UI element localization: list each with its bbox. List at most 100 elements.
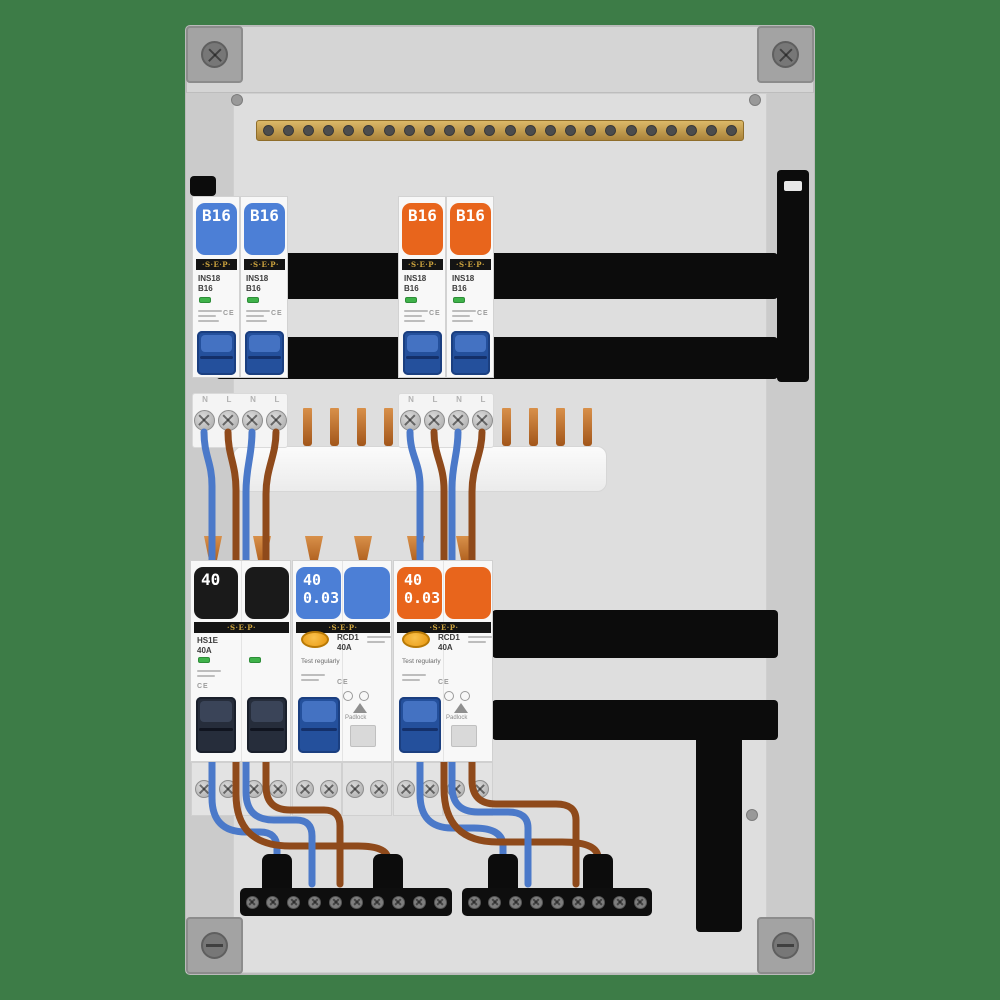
wire-blue <box>242 428 316 888</box>
rating-text: 40A <box>438 643 453 652</box>
strip-screw <box>592 895 606 909</box>
earth-bar-screw <box>665 124 677 136</box>
earth-bar-screw <box>363 124 375 136</box>
terminal-screw <box>346 780 364 798</box>
rcd-blue: 40 0.03 ·S·E·P· RCD1 40A Test regularly … <box>292 560 392 762</box>
earth-bar-screw <box>726 124 738 136</box>
duct-slot <box>784 181 802 191</box>
circuit-rating-label: B16 <box>196 203 237 255</box>
status-led <box>405 297 417 303</box>
indicator-icon <box>444 691 454 701</box>
type-text: B16 <box>198 284 213 293</box>
earth-bar-screw <box>686 124 698 136</box>
rcd-orange: 40 0.03 ·S·E·P· RCD1 40A Test regularly … <box>393 560 493 762</box>
spec-print <box>402 671 428 684</box>
circuit-rating-label: B16 <box>244 203 285 255</box>
panel-divider <box>187 92 813 93</box>
rcd-rating-label: 40 0.03 <box>296 567 341 619</box>
ce-mark: CE <box>429 310 441 317</box>
breaker-toggle[interactable] <box>197 331 236 375</box>
breaker-toggle[interactable] <box>245 331 284 375</box>
strip-screw <box>370 895 384 909</box>
rcd-rating-label: 40 0.03 <box>397 567 442 619</box>
rcd-toggle[interactable] <box>399 697 441 753</box>
spec-print <box>197 667 223 680</box>
brand-band: ·S·E·P· <box>196 259 237 270</box>
duct-stub-left <box>190 176 216 196</box>
bracket-screw <box>772 932 799 959</box>
padlock-text: Padlock <box>345 715 367 721</box>
strip-screw <box>571 895 585 909</box>
cable-clamp <box>583 854 613 890</box>
strip-screw <box>613 895 627 909</box>
earth-bar-screw <box>706 124 718 136</box>
busbar-tooth <box>529 408 538 446</box>
panel-screw <box>749 94 761 106</box>
main-switch-toggle[interactable] <box>196 697 236 753</box>
earth-bar-screw <box>565 124 577 136</box>
terminal-screw <box>296 780 314 798</box>
earth-bar-screw <box>302 124 314 136</box>
bracket-screw <box>201 932 228 959</box>
terminal-letter: L <box>274 395 280 404</box>
ce-mark: CE <box>197 683 209 690</box>
brand-band: ·S·E·P· <box>296 622 390 633</box>
rcd-test-button[interactable] <box>301 631 329 648</box>
cable-clamp <box>373 854 403 890</box>
spec-print <box>246 307 272 325</box>
rcd-test-button[interactable] <box>402 631 430 648</box>
mount-bracket-top-right <box>757 26 814 83</box>
terminal-screw <box>370 780 388 798</box>
cable-clamp <box>488 854 518 890</box>
mount-bracket-bottom-left <box>186 917 243 974</box>
type-text: B16 <box>246 284 261 293</box>
duct-band-lower-1 <box>492 610 778 658</box>
spec-print <box>198 307 224 325</box>
mcb-orange-1: B16 ·S·E·P· INS18 B16 CE <box>398 196 446 378</box>
series-text: INS18 <box>246 274 269 283</box>
mcb-orange-2: B16 ·S·E·P· INS18 B16 CE <box>446 196 494 378</box>
terminal-letter: L <box>480 395 486 404</box>
busbar-tooth <box>583 408 592 446</box>
indicator-icon <box>343 691 353 701</box>
pole-cap <box>445 567 491 619</box>
terminal-letter: N <box>408 395 414 404</box>
busbar-tooth <box>502 408 511 446</box>
busbar-tooth <box>303 408 312 446</box>
rcd-sensitivity: 0.03 <box>404 589 441 607</box>
strip-screw <box>287 895 301 909</box>
wire-brown <box>430 428 602 876</box>
status-led <box>247 297 259 303</box>
rating-text: 40A <box>337 643 352 652</box>
panel-screw <box>231 94 243 106</box>
wire-brown <box>224 428 392 876</box>
mount-bracket-top-left <box>186 26 243 83</box>
strip-screw <box>529 895 543 909</box>
strip-screw <box>412 895 426 909</box>
mcb-blue-1: B16 ·S·E·P· INS18 B16 CE <box>192 196 240 378</box>
terminal-letter: N <box>202 395 208 404</box>
rcd-toggle[interactable] <box>298 697 340 753</box>
test-regularly-text: Test regularly <box>402 658 441 665</box>
earth-bar-screw <box>423 124 435 136</box>
rcd-sensitivity: 0.03 <box>303 589 340 607</box>
earth-bar-screw <box>403 124 415 136</box>
type-text: B16 <box>404 284 419 293</box>
breaker-toggle[interactable] <box>403 331 442 375</box>
brand-band: ·S·E·P· <box>450 259 491 270</box>
series-text: HS1E <box>197 636 218 645</box>
series-text: INS18 <box>198 274 221 283</box>
strip-screw <box>509 895 523 909</box>
breaker-toggle[interactable] <box>451 331 490 375</box>
mount-bracket-bottom-right <box>757 917 814 974</box>
series-text: RCD1 <box>337 633 359 642</box>
strip-screw <box>633 895 647 909</box>
ce-mark: CE <box>477 310 489 317</box>
earth-bar-screw <box>262 124 274 136</box>
earth-bar-screw <box>444 124 456 136</box>
rating-text: 40A <box>197 646 212 655</box>
comb-funnel <box>305 536 323 562</box>
main-switch-toggle[interactable] <box>247 697 287 753</box>
comb-funnel <box>354 536 372 562</box>
